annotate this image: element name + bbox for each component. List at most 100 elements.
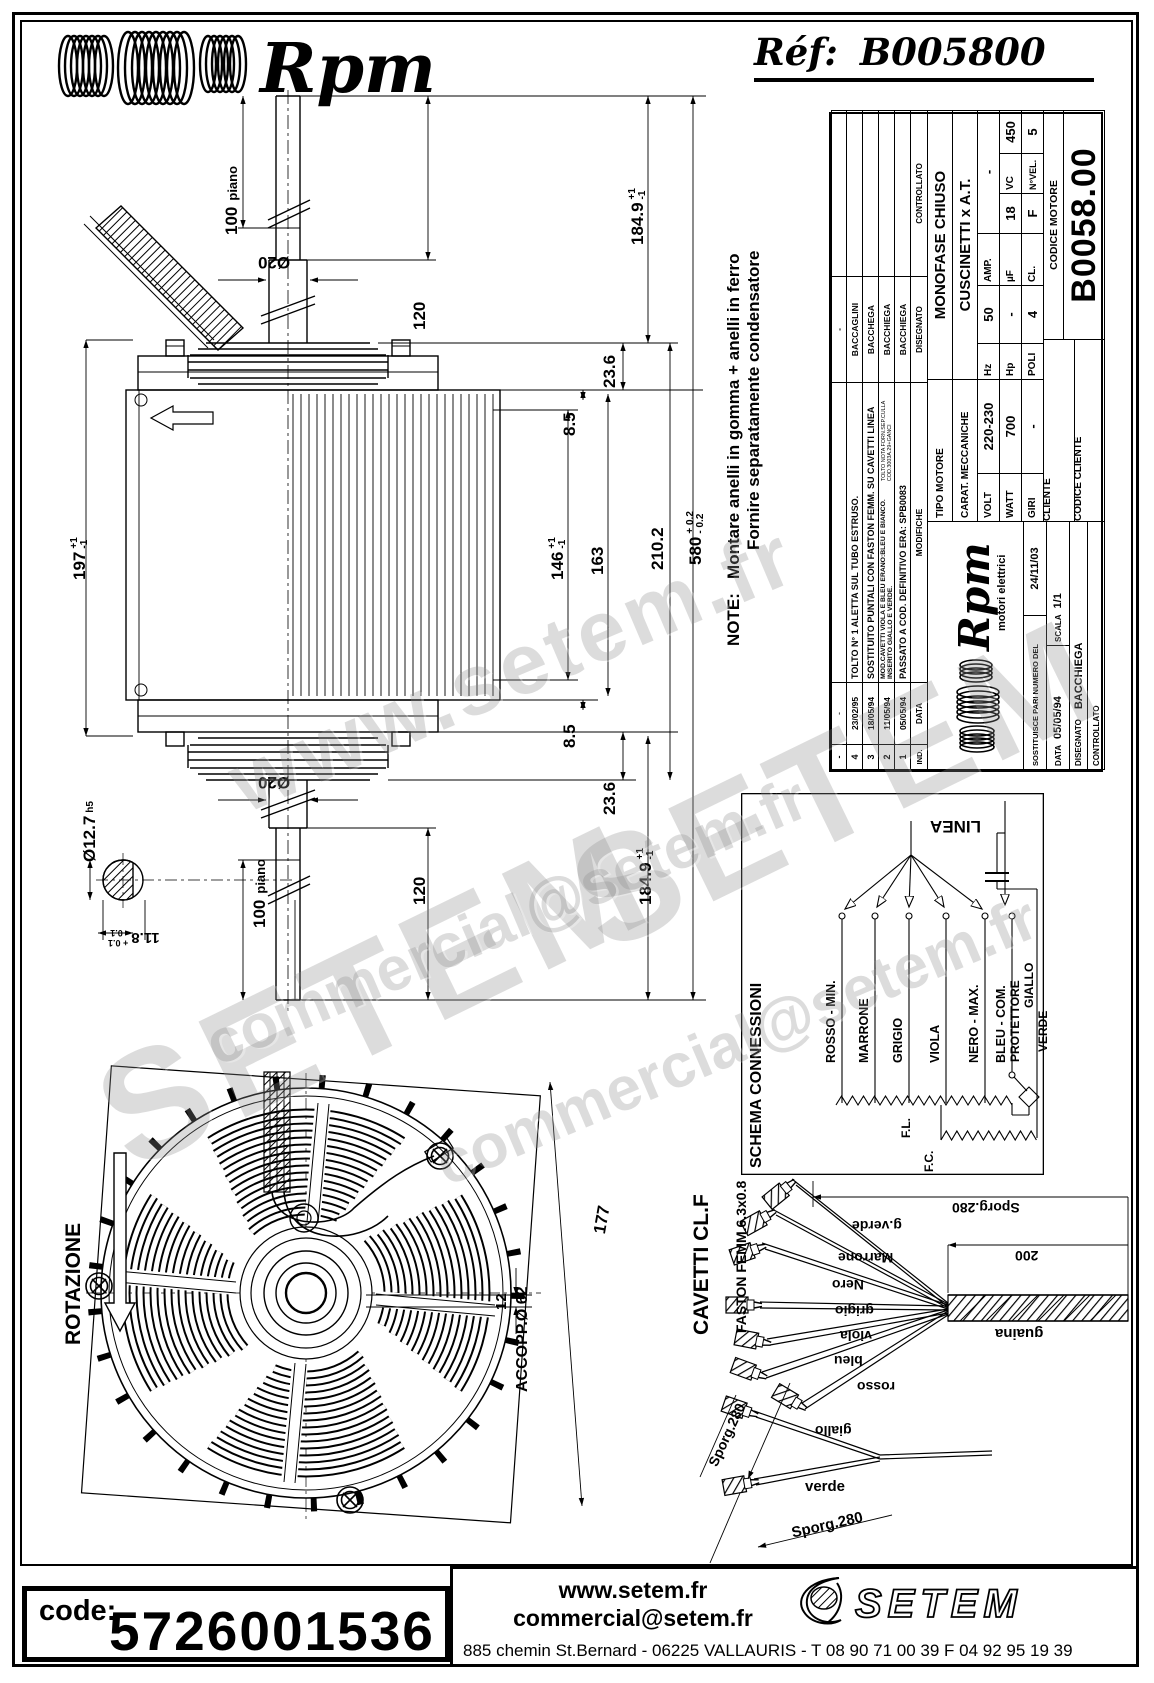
front-view-drawing xyxy=(80,1065,585,1524)
tb-giri-label: GIRI xyxy=(1021,473,1044,522)
tb-tipo-value: MONOFASE CHIUSO xyxy=(927,110,953,380)
rev-con-4 xyxy=(894,110,911,277)
tb-amp: - xyxy=(977,110,1000,234)
dim-120-bot: 120 xyxy=(410,876,429,905)
schema-protettore: PROTETTORE xyxy=(1008,980,1022,1062)
rev-dis-2: BACCHEGA xyxy=(862,276,879,383)
tb-cl: F xyxy=(1021,193,1044,234)
cavetti-sporg-1: Sporg.280 xyxy=(952,1200,1020,1216)
dim-85-bot: 8.5 xyxy=(560,724,579,748)
rev-header-ind: IND. xyxy=(910,744,928,770)
schema-wire-rosso: ROSSO - MIN. xyxy=(824,980,838,1063)
dim-1849-top: 184.9+1-1 xyxy=(627,188,648,245)
schema-giallo: GIALLO xyxy=(1022,962,1036,1008)
rev-dis-3: BACCHIEGA xyxy=(878,276,895,383)
tb-amp-label: AMP. xyxy=(977,233,1000,286)
rev-con-3 xyxy=(878,110,895,277)
dim-d20-top: Ø20 xyxy=(258,253,291,272)
footer-address: 885 chemin St.Bernard - 06225 VALLAURIS … xyxy=(463,1641,1073,1660)
dim-85-top: 8.5 xyxy=(560,412,579,436)
tb-hp-label: Hp xyxy=(999,343,1022,380)
rev-dis-1: BACCAGLINI xyxy=(846,276,863,383)
tb-codice-motore: B0058.00 xyxy=(1063,110,1105,340)
rev-mod-3: MOD.CAVETTI VIOLA E BLEU ERANO:BLEU E BI… xyxy=(878,382,895,683)
note-label: NOTE: xyxy=(724,593,743,646)
tb-hp: - xyxy=(999,285,1022,344)
tb-poli-label: POLI xyxy=(1021,343,1044,380)
schema-fl: F.L. xyxy=(899,1118,913,1138)
tb-rpm-sub: motori elettrici xyxy=(996,555,1008,631)
tb-sostituisce: SOSTITUISCE PARI NUMERO DEL xyxy=(1023,615,1047,770)
rev-header-dis: DISEGNATO xyxy=(910,276,928,383)
tb-codice-motore-label: CODICE MOTORE xyxy=(1043,110,1064,340)
schema-connessioni-drawing xyxy=(741,793,1044,1175)
rev-con-1 xyxy=(846,110,863,277)
tb-nvel: 5 xyxy=(1021,110,1044,154)
ref-block: Réf: B005800 xyxy=(754,30,1094,82)
rev-header-data: DATA xyxy=(910,682,928,745)
rev-ind-4: 1 xyxy=(894,744,911,770)
schema-wire-viola: VIOLA xyxy=(928,1024,942,1063)
rev-dis-0: - xyxy=(831,276,847,383)
schema-wire-grigio: GRIGIO xyxy=(891,1017,905,1063)
tb-disegnato: DISEGNATO BACCHIEGA xyxy=(1069,521,1088,770)
footer-email: commercial@setem.fr xyxy=(513,1605,753,1631)
ref-value: B005800 xyxy=(859,30,1046,74)
tb-hz: 50 xyxy=(977,285,1000,344)
rev-header-con: CONTROLLATO xyxy=(910,110,928,277)
dim-1849-bot: 184.9+1-1 xyxy=(635,848,656,905)
tb-scala: SCALA 1/1 xyxy=(1046,521,1070,646)
rev-ind-1: 4 xyxy=(846,744,863,770)
front-rotazione: ROTAZIONE xyxy=(62,1222,85,1345)
ref-label: Réf: xyxy=(754,30,838,74)
dim-236-bot: 23.6 xyxy=(600,781,619,815)
cavetti-wire-bleu: bleu xyxy=(834,1353,863,1369)
tb-sostituisce-date: 24/11/03 xyxy=(1023,521,1047,616)
dim-2102: 210.2 xyxy=(648,527,667,570)
rev-header-mod: MODIFICHE xyxy=(910,382,928,683)
dim-236-top: 23.6 xyxy=(600,354,619,388)
side-view-drawing xyxy=(83,90,706,1013)
dim-d20-bot: Ø20 xyxy=(258,773,291,792)
rev-con-0 xyxy=(831,110,847,277)
rev-mod-0 xyxy=(831,382,847,683)
tb-rpm-logo: Rpm motori elettrici xyxy=(950,542,1008,753)
code-box: code: 5726001536 xyxy=(22,1586,450,1662)
tb-carat-label: CARAT. MECCANICHE xyxy=(952,379,978,522)
cavetti-wire-marrone: Marrone xyxy=(838,1250,894,1266)
dim-118: 11.8+ 0.1- 0.1 xyxy=(108,928,160,948)
tb-giri: - xyxy=(1021,379,1044,474)
setem-logo-text: SETEM xyxy=(855,1582,1023,1626)
rev-mod-4: PASSATO A COD. DEFINITIVO ERA: SPB0083 xyxy=(894,382,911,683)
rev-date-4: 05/05/94 xyxy=(894,682,911,745)
cavetti-wire-grigio: grigio xyxy=(835,1303,874,1319)
tb-logo-cell: Rpm motori elettrici xyxy=(927,521,1024,770)
rev-mod-1: TOLTO N° 1 ALETTA SUL TUBO ESTRUSO. xyxy=(846,382,863,683)
schema-fc: F.C. xyxy=(922,1150,936,1172)
tb-rpm-text: Rpm xyxy=(950,542,999,652)
schema-linea: LINEA xyxy=(930,817,981,836)
rev-date-1: 23/02/95 xyxy=(846,682,863,745)
front-accopp: ACCOPP.Ø 62 xyxy=(514,1286,531,1392)
cavetti-drawing xyxy=(699,1173,1129,1564)
tb-cliente: CLIENTE xyxy=(1043,339,1075,522)
tb-uf-label: µF xyxy=(999,233,1022,286)
schema-title: SCHEMA CONNESSIONI xyxy=(748,982,765,1168)
tb-data: DATA 05/05/94 xyxy=(1046,645,1070,770)
dim-120-top: 120 xyxy=(410,301,429,330)
tb-volt-label: VOLT xyxy=(977,473,1000,522)
cavetti-200: 200 xyxy=(1015,1248,1039,1264)
code-label: code: xyxy=(39,1595,117,1627)
dim-197: 197+1-1 xyxy=(69,537,90,580)
cavetti-wire-rosso: rosso xyxy=(857,1379,896,1395)
tb-hz-label: Hz xyxy=(977,343,1000,380)
dim-146: 146+1-1 xyxy=(547,537,568,580)
schema-wire-nero: NERO - MAX. xyxy=(967,984,981,1063)
cavetti-title: CAVETTI CL.F xyxy=(690,1194,713,1335)
tb-watt-label: WATT xyxy=(999,473,1022,522)
tb-carat-value: CUSCINETTI x A.T. xyxy=(952,110,978,380)
footer-website: www.setem.fr xyxy=(558,1577,708,1603)
